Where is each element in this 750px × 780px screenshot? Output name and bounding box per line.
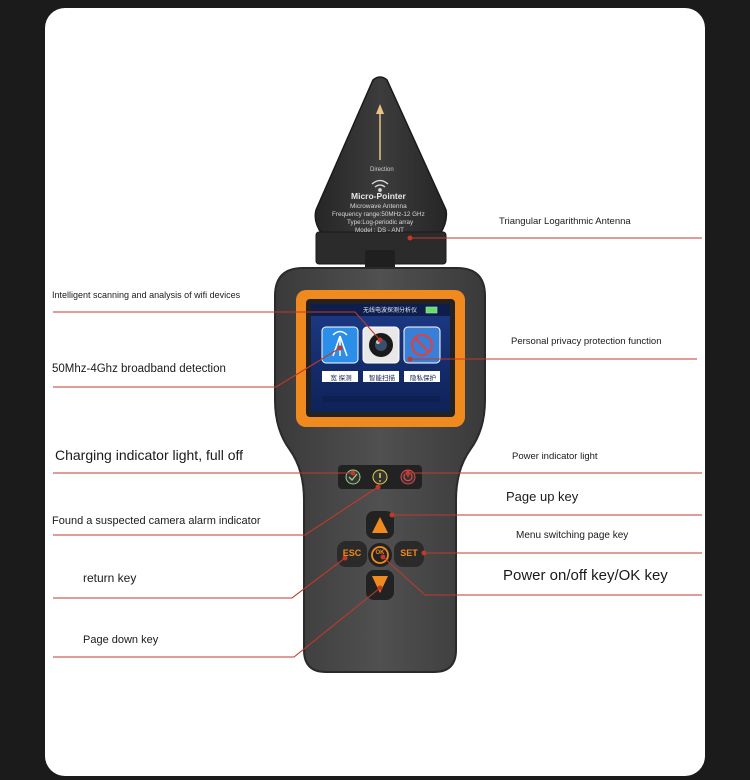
power-indicator xyxy=(400,469,416,485)
page-up-key-glyph xyxy=(372,517,388,533)
label-power-ok: Power on/off key/OK key xyxy=(503,567,668,584)
screen-menu-scan: 智能扫描 xyxy=(369,375,395,382)
screen xyxy=(296,290,465,427)
device-illustration xyxy=(53,76,702,673)
callout-line-return xyxy=(53,557,346,599)
antenna-line-2: Frequency range:50MHz-12 GHz xyxy=(332,211,425,218)
label-antenna: Triangular Logarithmic Antenna xyxy=(499,216,631,227)
label-privacy: Personal privacy protection function xyxy=(511,336,662,347)
label-menu-switch: Menu switching page key xyxy=(516,530,629,541)
diagram-card: Direction Micro-Pointer Microwave Antenn… xyxy=(45,8,705,776)
screen-header: 无线电波探测分析仪 xyxy=(363,308,418,314)
ok-power-key[interactable]: OK xyxy=(375,550,385,556)
screen-menu-detect: 宽 探测 xyxy=(330,375,352,382)
screen-menu-privacy: 隐私保护 xyxy=(410,375,436,382)
label-camera-alarm: Found a suspected camera alarm indicator xyxy=(52,515,261,527)
callout-line-camera-alarm xyxy=(53,486,379,536)
indicator-panel xyxy=(338,465,422,489)
page-down-key-glyph xyxy=(372,576,388,593)
label-page-up: Page up key xyxy=(506,489,579,504)
label-broadband: 50Mhz-4Ghz broadband detection xyxy=(52,363,226,375)
antenna-line-1: Microwave Antenna xyxy=(350,203,407,210)
antenna-line-3: Type:Log-periodic array xyxy=(347,219,414,226)
label-power-light: Power indicator light xyxy=(512,451,598,462)
keypad xyxy=(337,511,424,600)
esc-key[interactable]: ESC xyxy=(342,548,362,558)
callout-line-broadband xyxy=(53,347,341,388)
antenna-title: Micro-Pointer xyxy=(351,191,406,201)
label-wifi: Intelligent scanning and analysis of wif… xyxy=(52,290,241,300)
antenna-direction-text: Direction xyxy=(370,167,394,173)
camera-alarm-indicator xyxy=(372,469,388,485)
wifi-icon xyxy=(371,179,389,192)
label-return: return key xyxy=(83,571,137,585)
set-key[interactable]: SET xyxy=(400,548,418,558)
callout-line-wifi xyxy=(53,311,381,341)
callout-line-page-down xyxy=(53,587,381,658)
callout-line-power-ok xyxy=(382,556,702,596)
triangular-antenna xyxy=(314,76,448,272)
label-charging: Charging indicator light, full off xyxy=(55,447,244,463)
callout-lines xyxy=(53,237,702,658)
antenna-line-4: Model : DS - ANT xyxy=(355,227,404,234)
camera-lens-icon xyxy=(369,333,393,357)
privacy-shield-icon xyxy=(411,334,433,356)
label-page-down: Page down key xyxy=(83,634,159,646)
